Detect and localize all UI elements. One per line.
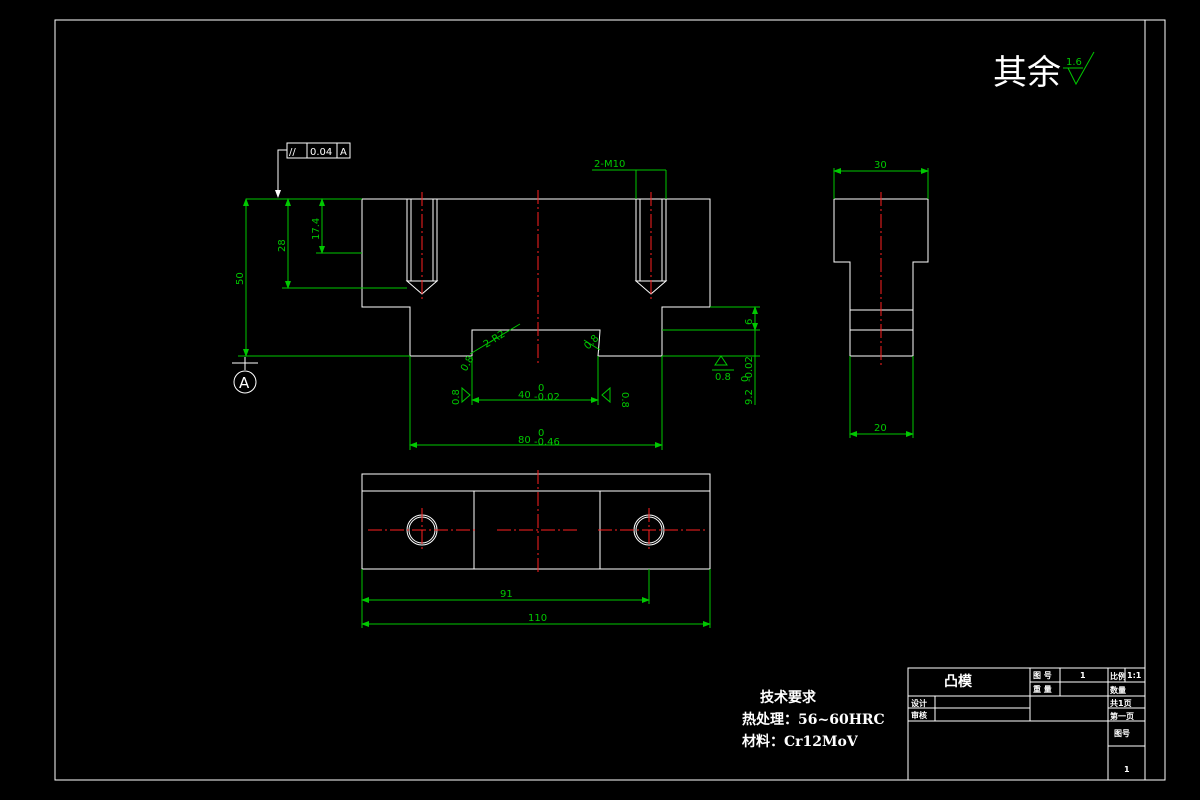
dim-80: 80 xyxy=(518,435,531,446)
front-view xyxy=(361,190,711,365)
check-label: 审核 xyxy=(911,710,927,720)
surface-finish-prefix: 其余 xyxy=(993,53,1061,93)
tol-value: 0.04 xyxy=(310,147,332,158)
front-section-outline xyxy=(361,198,711,357)
dim-50: 50 xyxy=(235,272,246,285)
fig-label: 图号 xyxy=(1114,729,1130,738)
scale-label: 比例 xyxy=(1110,671,1126,681)
part-name: 凸模 xyxy=(944,673,973,690)
design-label: 设计 xyxy=(911,698,927,708)
front-view-dimensions: 50 28 17.4 2-M10 6 9.2 0 -0.02 40 0 -0.0… xyxy=(235,159,760,450)
datum-a-symbol: A xyxy=(232,357,258,394)
dim-28: 28 xyxy=(277,239,288,252)
dim-91: 91 xyxy=(500,589,513,600)
tech-title: 技术要求 xyxy=(760,689,817,706)
outer-border xyxy=(54,19,1146,781)
roughness-e: 0.8 xyxy=(715,372,731,383)
drawing-no-label: 图 号 xyxy=(1033,671,1052,680)
dim-110: 110 xyxy=(528,613,547,624)
total-sheets: 共1页 xyxy=(1110,698,1132,708)
dim-80-tol: -0.46 xyxy=(534,437,560,448)
dim-40: 40 xyxy=(518,390,531,401)
dim-40-tol: -0.02 xyxy=(534,392,560,403)
scale-value: 1:1 xyxy=(1127,671,1142,680)
dim-20: 20 xyxy=(874,423,887,434)
side-view: 30 20 xyxy=(833,160,929,438)
dim-9-2: 9.2 xyxy=(744,389,755,405)
dim-6: 6 xyxy=(744,319,755,325)
surface-finish-value: 1.6 xyxy=(1066,57,1082,68)
tol-datum: A xyxy=(340,147,347,158)
qty-label: 数量 xyxy=(1110,685,1126,695)
tech-line-1: 热处理：56~60HRC xyxy=(742,711,885,728)
title-block: 凸模 图 号 1 比例 1:1 重 量 数量 设计 审核 共1页 第一页 图号 … xyxy=(907,667,1146,781)
dim-thread: 2-M10 xyxy=(594,159,625,170)
fig-value: 1 xyxy=(1124,765,1130,774)
border-strip xyxy=(1144,19,1166,781)
top-view: 91 110 xyxy=(361,470,711,628)
tech-line-2: 材料：Cr12MoV xyxy=(742,733,859,750)
dim-80-upper: 0 xyxy=(538,428,544,439)
dim-9-2-upper: 0 xyxy=(740,376,751,382)
datum-label: A xyxy=(239,374,250,392)
dim-30: 30 xyxy=(874,160,887,171)
dim-40-upper: 0 xyxy=(538,383,544,394)
drawing-no-value: 1 xyxy=(1080,671,1086,680)
tol-symbol: // xyxy=(289,147,296,158)
roughness-b: 0.8 xyxy=(451,389,462,405)
dim-9-2-tol: -0.02 xyxy=(744,356,755,382)
sheet-no: 第一页 xyxy=(1110,711,1134,721)
technical-requirements: 技术要求 热处理：56~60HRC 材料：Cr12MoV xyxy=(742,689,885,750)
roughness-a: 0.8 xyxy=(459,354,476,373)
dim-17-4: 17.4 xyxy=(311,218,322,240)
weight-label: 重 量 xyxy=(1033,684,1052,694)
surface-finish-note: 其余 1.6 xyxy=(993,51,1095,93)
parallelism-tolerance-frame: // 0.04 A xyxy=(275,142,351,198)
dim-radius-left: 2-R2 xyxy=(482,329,508,351)
roughness-d: 0.8 xyxy=(619,392,630,408)
